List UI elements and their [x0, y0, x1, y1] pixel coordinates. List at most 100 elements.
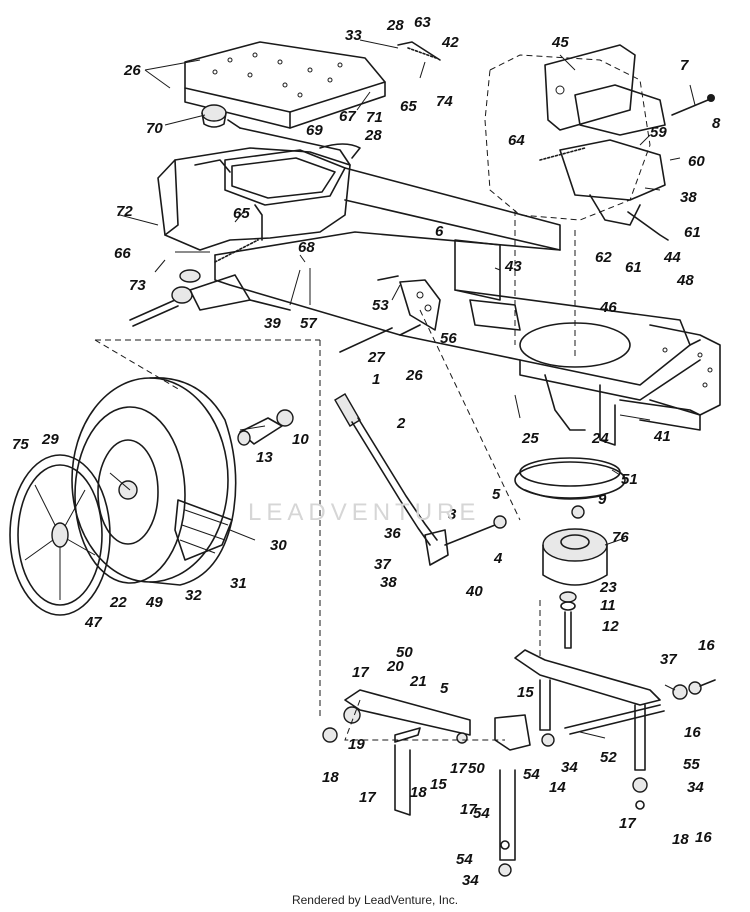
callout-61b: 61 — [625, 259, 642, 276]
callout-5: 5 — [492, 486, 501, 503]
callout-61: 61 — [684, 224, 701, 241]
callout-23: 23 — [599, 579, 617, 596]
callout-55: 17 — [359, 789, 376, 806]
reference-lines — [94, 210, 576, 741]
callout-18b: 17 — [460, 801, 477, 818]
callout-1: 1 — [372, 371, 380, 388]
callout-17e: 54 — [473, 805, 490, 822]
callout-53: 53 — [372, 297, 389, 314]
shaft-27 — [339, 327, 393, 353]
axle-bushing — [237, 409, 294, 446]
callout-16c: 54 — [456, 851, 473, 868]
electric-clutch — [514, 457, 626, 586]
callout-34: 14 — [549, 779, 566, 796]
footer-credit: Rendered by LeadVenture, Inc. — [291, 893, 459, 907]
callout-46: 46 — [599, 299, 617, 316]
callout-26b: 26 — [405, 367, 423, 384]
bracket — [377, 275, 441, 331]
callout-65b: 65 — [233, 205, 250, 222]
callout-37: 37 — [374, 556, 391, 573]
callout-69: 69 — [306, 122, 323, 139]
link-rod — [444, 524, 496, 546]
callout-4: 4 — [493, 550, 503, 567]
callout-41: 41 — [653, 428, 671, 445]
callout-28b: 28 — [364, 127, 382, 144]
callout-13: 13 — [256, 449, 273, 466]
callout-57: 57 — [300, 315, 317, 332]
callout-56: 56 — [440, 330, 457, 347]
callout-7: 7 — [680, 57, 689, 74]
callout-71: 71 — [366, 109, 383, 126]
callout-19: 18 — [322, 769, 339, 786]
leader-lines — [109, 39, 696, 739]
callout-26: 26 — [123, 62, 141, 79]
callout-3: 3 — [448, 506, 457, 523]
callout-39: 39 — [264, 315, 281, 332]
callout-52: 16 — [684, 724, 701, 741]
callout-51: 51 — [621, 471, 638, 488]
callout-28: 28 — [386, 17, 404, 34]
callout-18c: 16 — [695, 829, 712, 846]
callout-20: 21 — [409, 673, 427, 690]
callout-10: 10 — [292, 431, 309, 448]
callout-21: 5 — [440, 680, 449, 697]
callout-6: 6 — [435, 223, 444, 240]
callout-15b: 54 — [523, 766, 540, 783]
springs — [214, 41, 586, 263]
callout-63: 63 — [414, 14, 431, 31]
callout-14: 52 — [600, 749, 617, 766]
callout-17f: 18 — [672, 831, 689, 848]
callout-8: 8 — [712, 115, 721, 132]
callout-18: 17 — [450, 760, 467, 777]
callout-27: 27 — [367, 349, 385, 366]
callout-64: 64 — [508, 132, 525, 149]
callout-49: 49 — [145, 594, 163, 611]
callout-33: 33 — [345, 27, 362, 44]
callout-17b: 20 — [386, 658, 404, 675]
callout-42: 42 — [441, 34, 459, 51]
callout-31: 31 — [230, 575, 247, 592]
callout-50b: 15 — [430, 776, 447, 793]
callout-60: 60 — [688, 153, 705, 170]
callout-12: 12 — [602, 618, 619, 635]
callout-48: 48 — [676, 272, 694, 289]
callout-16b: 55 — [683, 756, 700, 773]
callout-15: 19 — [348, 736, 365, 753]
callout-47: 47 — [84, 614, 102, 631]
callout-36: 36 — [384, 525, 401, 542]
callout-66: 66 — [114, 245, 131, 262]
callout-50: 50 — [396, 644, 413, 661]
bolt-7 — [671, 94, 715, 116]
callout-9: 9 — [598, 491, 607, 508]
lift-linkage — [514, 649, 716, 810]
lift-arm-left — [322, 689, 531, 877]
callout-32: 32 — [185, 587, 202, 604]
callout-2: 2 — [396, 415, 406, 432]
engine — [484, 44, 669, 241]
callout-22: 22 — [109, 594, 127, 611]
callout-45: 45 — [551, 34, 569, 51]
callout-74: 74 — [436, 93, 453, 110]
callout-30: 30 — [270, 537, 287, 554]
adjustment-knob — [201, 104, 227, 128]
clutch-bolt — [559, 591, 577, 649]
callout-38: 38 — [680, 189, 697, 206]
callout-38b: 38 — [380, 574, 397, 591]
callout-54: 34 — [561, 759, 578, 776]
callout-73: 73 — [129, 277, 146, 294]
clutch-lever — [334, 393, 449, 566]
callout-25: 25 — [521, 430, 539, 447]
tractor-frame — [214, 167, 721, 446]
callout-34b: 17 — [619, 815, 636, 832]
callout-72: 72 — [116, 203, 133, 220]
callout-43: 43 — [504, 258, 522, 275]
callout-76: 76 — [612, 529, 629, 546]
callout-37b: 16 — [698, 637, 715, 654]
callout-17: 17 — [352, 664, 369, 681]
callout-54c: 34 — [462, 872, 479, 889]
callout-5b: 37 — [660, 651, 677, 668]
callout-16: 15 — [517, 684, 534, 701]
callout-59: 59 — [650, 124, 667, 141]
callout-62: 62 — [595, 249, 612, 266]
